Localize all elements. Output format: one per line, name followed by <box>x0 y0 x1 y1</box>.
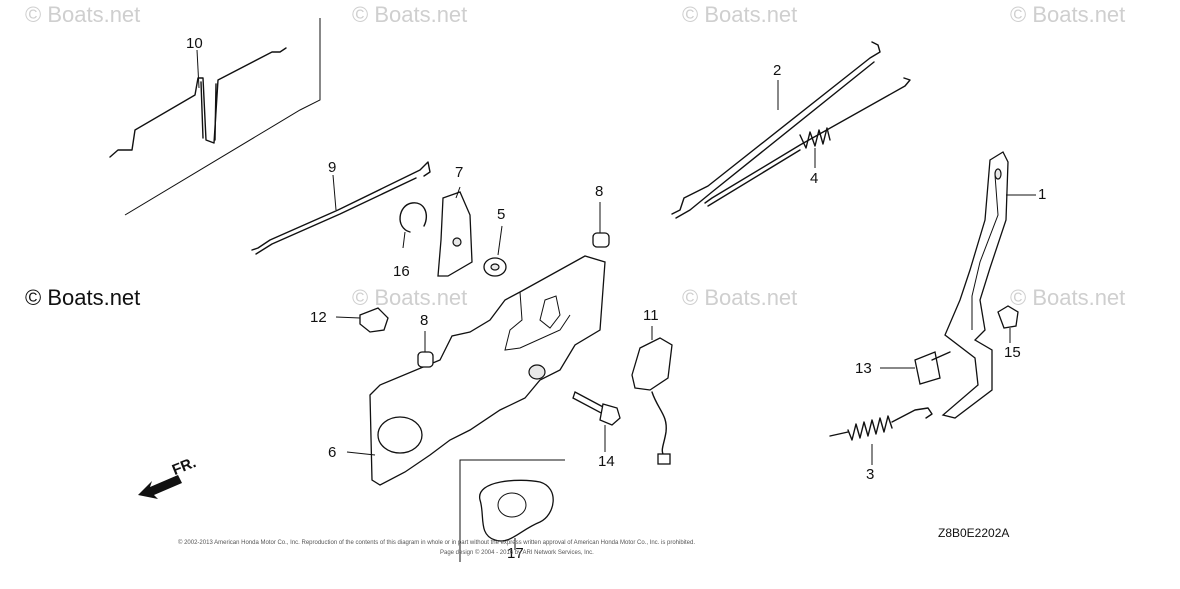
part-2-rod <box>671 41 881 215</box>
part-9-rod <box>251 161 431 251</box>
copyright-line-1: © 2002-2013 American Honda Motor Co., In… <box>178 540 696 546</box>
watermark: © Boats.net <box>1010 2 1126 27</box>
leader-6 <box>346 451 376 456</box>
part-11-connector <box>657 453 671 465</box>
leader-12 <box>335 316 361 319</box>
part-5-washer-hole <box>490 263 500 271</box>
part-4-rod <box>704 77 911 204</box>
callout-3: 3 <box>866 466 875 483</box>
callout-10: 10 <box>186 35 203 52</box>
callout-14: 14 <box>598 453 615 470</box>
callout-6: 6 <box>328 444 337 461</box>
callout-2: 2 <box>773 62 782 79</box>
part-4-spring <box>799 127 831 149</box>
callout-15: 15 <box>1004 344 1021 361</box>
part-11-switch <box>631 337 673 391</box>
part-17-gasket-hole <box>497 492 527 518</box>
part-15-nut <box>997 305 1019 329</box>
callout-17: 17 <box>507 545 524 562</box>
part-13-shank <box>931 351 951 361</box>
part-17-gasket <box>479 479 554 542</box>
part-3-spring <box>847 415 893 441</box>
leader-5 <box>497 225 503 256</box>
copyright-line-2: Page design © 2004 - 2016 by ARI Network… <box>440 550 594 556</box>
callout-5: 5 <box>497 206 506 223</box>
part-10-rod-inner <box>200 81 217 141</box>
callout-9: 9 <box>328 159 337 176</box>
callout-12: 12 <box>310 309 327 326</box>
diagram-code: Z8B0E2202A <box>938 526 1010 540</box>
part-8-nut-lower <box>417 351 434 368</box>
callout-13: 13 <box>855 360 872 377</box>
callout-4: 4 <box>810 170 819 187</box>
watermark: © Boats.net <box>352 285 468 310</box>
watermark: © Boats.net <box>352 2 468 27</box>
part-6-port <box>377 416 423 454</box>
part-6-plate <box>369 255 606 486</box>
watermark: © Boats.net <box>682 2 798 27</box>
watermark-dark: © Boats.net <box>25 285 141 310</box>
part-13-bolt <box>914 351 941 385</box>
part-6-mech <box>539 295 561 329</box>
watermark: © Boats.net <box>25 2 141 27</box>
callout-8-lower: 8 <box>420 312 429 329</box>
part-11-wire <box>651 391 667 457</box>
leader-16 <box>402 231 406 249</box>
part-9-rod-2 <box>255 177 417 255</box>
part-2-rod-inner <box>675 61 875 219</box>
frame-line <box>124 18 321 216</box>
part-1-lever <box>941 151 1009 419</box>
callout-1: 1 <box>1038 186 1047 203</box>
leader-10 <box>196 49 200 89</box>
part-6-inner <box>504 291 571 351</box>
leader-9 <box>332 174 337 211</box>
callout-8-top: 8 <box>595 183 604 200</box>
callout-7: 7 <box>455 164 464 181</box>
leader-7 <box>455 186 461 199</box>
watermark: © Boats.net <box>682 285 798 310</box>
front-arrow-icon <box>138 475 182 499</box>
part-4-rod-2 <box>707 149 801 207</box>
part-10-rod <box>109 47 287 158</box>
part-3-spring-hook <box>891 407 933 423</box>
part-6-bolt-hole <box>528 364 546 380</box>
part-7-hole <box>452 237 462 247</box>
part-3-spring-end <box>829 431 849 437</box>
callout-11: 11 <box>643 307 659 324</box>
part-1-lever-inner <box>971 174 999 330</box>
watermark: © Boats.net <box>1010 285 1126 310</box>
part-17-frame <box>459 459 565 562</box>
part-14-bolt-head <box>599 403 621 426</box>
part-7-bracket <box>437 191 473 277</box>
part-16-circlip <box>399 202 428 233</box>
callout-16: 16 <box>393 263 410 280</box>
part-14-bolt <box>572 391 606 415</box>
part-1-hole <box>994 168 1002 180</box>
part-8-nut-top <box>592 232 610 248</box>
part-12-clip <box>359 307 389 333</box>
